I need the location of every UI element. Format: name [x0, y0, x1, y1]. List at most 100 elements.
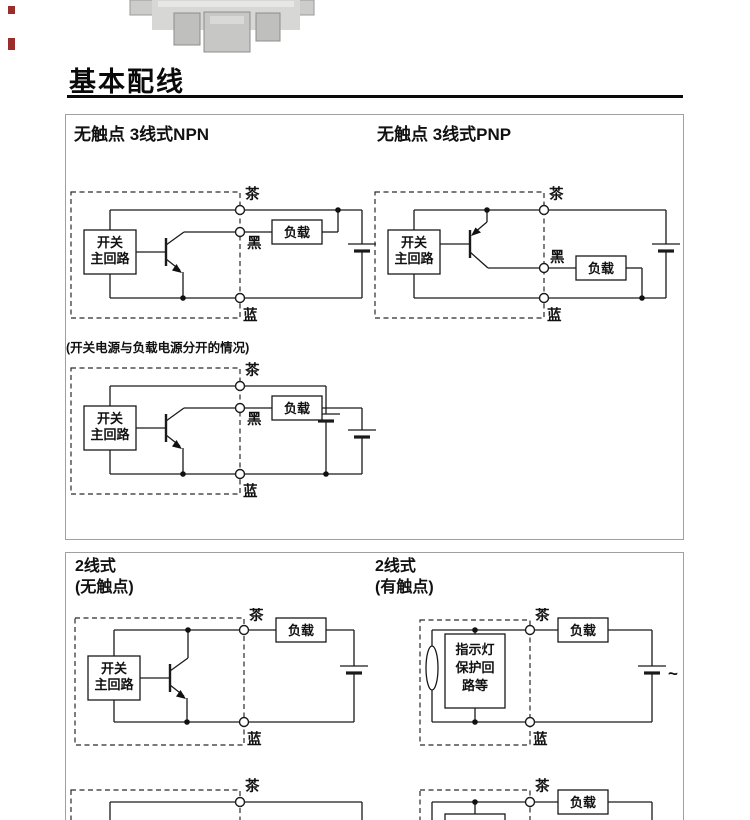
sensor-enclosure-dashed-box	[419, 789, 531, 820]
load-box	[575, 255, 627, 281]
title-pnp-3wire: 无触点 3线式PNP	[377, 125, 512, 144]
red-mark-bottom	[8, 38, 15, 50]
battery-symbol	[348, 243, 376, 253]
wire-label-brown: 茶	[245, 361, 260, 379]
title-2wire-solid-state: 2线式 (无触点)	[75, 556, 134, 598]
switch-circuit-label: 主回路	[90, 427, 130, 442]
indicator-label: 保护回	[454, 660, 494, 675]
wiring	[113, 629, 355, 723]
indicator-protection-box	[444, 633, 506, 709]
transistor-emitter-arrow	[471, 227, 481, 236]
contact-symbol	[425, 645, 439, 691]
separate-supply-note: (开关电源与负载电源分开的情况)	[66, 341, 250, 355]
page-title: 基本配线	[69, 67, 185, 97]
load-label: 负载	[284, 225, 310, 240]
product-image-fragment	[129, 0, 315, 53]
battery-symbol	[652, 243, 680, 253]
title-2wire-right-line2: (有触点)	[375, 579, 434, 596]
sensor-enclosure-dashed-box	[70, 191, 241, 319]
indicator-protection-box	[444, 813, 506, 820]
wire-label-blue: 蓝	[533, 730, 548, 748]
transistor-emitter-arrow	[176, 690, 186, 699]
terminal-brown	[538, 204, 550, 216]
terminal-blue	[234, 292, 246, 304]
wire-label-brown: 茶	[245, 778, 260, 795]
wire-label-black: 黑	[247, 235, 262, 252]
junction-dot	[180, 471, 186, 477]
junction-dot	[185, 627, 191, 633]
transistor-emitter-arrow	[172, 264, 182, 273]
power-source-symbol	[638, 665, 666, 675]
indicator-label: 指示灯	[455, 642, 494, 657]
wire-label-brown: 茶	[245, 185, 260, 203]
load-label: 负载	[570, 795, 596, 810]
wiring	[413, 209, 667, 299]
junction-dot	[184, 719, 190, 725]
title-npn-3wire: 无触点 3线式NPN	[74, 125, 210, 144]
switch-circuit-label: 开关	[101, 661, 127, 676]
junction-dot	[639, 295, 645, 301]
wire-label-blue: 蓝	[547, 306, 562, 324]
terminal-brown	[524, 796, 536, 808]
junction-dot	[484, 207, 490, 213]
title-2wire-contact: 2线式 (有触点)	[375, 556, 434, 598]
junction-dot	[472, 719, 478, 725]
diagram-partial-right: 负载 茶	[419, 778, 653, 820]
terminal-black	[234, 226, 246, 238]
switch-circuit-label: 开关	[97, 411, 123, 426]
diagram-npn-3wire: 开关 主回路 负载 茶 黑 蓝	[70, 185, 376, 324]
title-2wire-left-line2: (无触点)	[75, 579, 134, 596]
wiring	[109, 385, 363, 475]
diagram-2wire-solid-state: 开关 主回路 负载 茶 蓝	[74, 608, 368, 748]
heading-underline	[67, 95, 683, 98]
sensor-enclosure-dashed-box	[74, 617, 245, 746]
wire-label-brown: 茶	[249, 608, 264, 624]
load-box	[271, 395, 323, 421]
load-label: 负载	[284, 401, 310, 416]
switch-main-circuit-box	[387, 229, 441, 275]
transistor-emitter-arrow	[172, 440, 182, 449]
diagram-2wire-contact: ~ 指示灯 保护回 路等 负载 茶 蓝	[419, 608, 678, 748]
switch-circuit-label: 主回路	[90, 251, 130, 266]
wire-label-blue: 蓝	[243, 482, 258, 500]
terminal-blue	[234, 468, 246, 480]
terminal-brown	[234, 796, 246, 808]
battery-symbol	[340, 665, 368, 675]
wire-label-black: 黑	[247, 411, 262, 428]
wiring	[109, 801, 363, 820]
wire-label-blue: 蓝	[243, 306, 258, 324]
switch-circuit-label: 开关	[401, 235, 427, 250]
switch-circuit-label: 主回路	[94, 677, 134, 692]
load-box	[557, 617, 609, 643]
switch-main-circuit-box	[83, 405, 137, 451]
junction-dot	[180, 295, 186, 301]
section-3wire-wiring	[65, 114, 684, 540]
terminal-blue	[238, 716, 250, 728]
load-label: 负载	[588, 261, 614, 276]
switch-circuit-label: 开关	[97, 235, 123, 250]
wire-label-black: 黑	[550, 249, 565, 266]
switch-main-circuit-box	[83, 229, 137, 275]
switch-main-circuit-box	[87, 655, 141, 701]
terminal-blue	[524, 716, 536, 728]
junction-dot	[335, 207, 341, 213]
sensor-enclosure-dashed-box	[70, 367, 241, 495]
wire-label-brown: 茶	[535, 608, 550, 624]
indicator-label: 路等	[462, 678, 488, 693]
diagram-partial-left: 茶	[70, 778, 363, 820]
battery-symbol-load-supply	[348, 429, 376, 439]
switch-circuit-label: 主回路	[394, 251, 434, 266]
wire-label-brown: 茶	[549, 185, 564, 203]
junction-dot	[472, 799, 478, 805]
terminal-blue	[538, 292, 550, 304]
sensor-enclosure-dashed-box	[419, 619, 531, 746]
wire-label-brown: 茶	[535, 778, 550, 795]
diagram-pnp-3wire: 开关 主回路 负载 茶 黑 蓝	[374, 185, 680, 324]
terminal-brown	[238, 624, 250, 636]
terminal-brown	[234, 380, 246, 392]
load-label: 负载	[570, 623, 596, 638]
terminal-black	[234, 402, 246, 414]
sensor-enclosure-dashed-box	[374, 191, 545, 319]
title-2wire-left-line1: 2线式	[75, 558, 116, 575]
wiring	[109, 209, 363, 299]
